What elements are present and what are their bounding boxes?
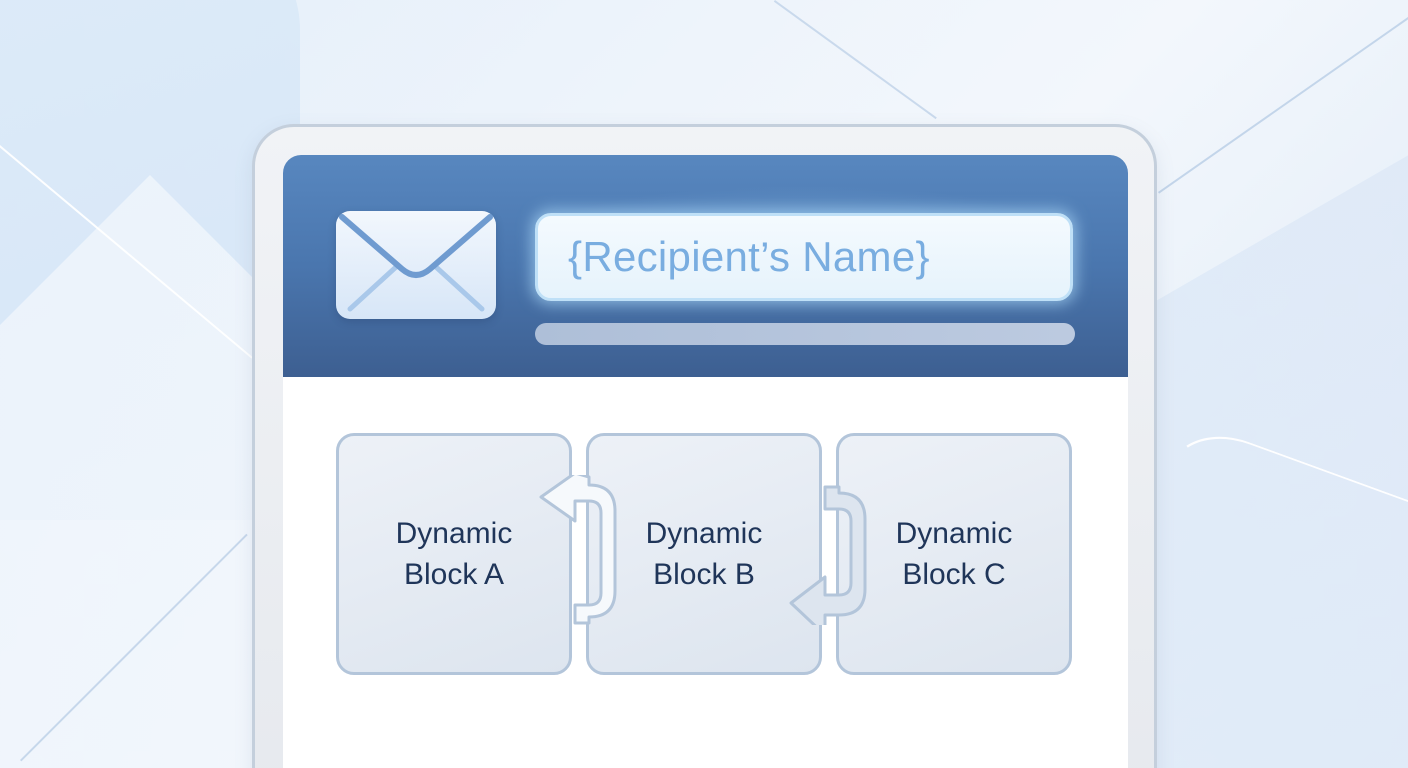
background-line <box>1158 2 1408 194</box>
dynamic-block-c[interactable]: Dynamic Block C <box>836 433 1072 675</box>
dynamic-block-a[interactable]: Dynamic Block A <box>336 433 572 675</box>
background-line <box>20 533 248 762</box>
block-label-line1: Dynamic <box>645 517 763 550</box>
email-template-screen: {Recipient’s Name} Dynamic Block A Dynam… <box>283 155 1128 768</box>
envelope-icon <box>336 211 496 319</box>
block-label-line1: Dynamic <box>395 517 513 550</box>
dynamic-block-b[interactable]: Dynamic Block B <box>586 433 822 675</box>
background-curve <box>1160 409 1408 727</box>
arrow-left-icon <box>789 485 867 625</box>
block-label: Dynamic Block C <box>896 513 1013 595</box>
email-header: {Recipient’s Name} <box>283 155 1128 377</box>
recipient-name-placeholder: {Recipient’s Name} <box>568 233 930 280</box>
recipient-name-field[interactable]: {Recipient’s Name} <box>535 213 1073 301</box>
background-line <box>773 0 937 120</box>
device-frame: {Recipient’s Name} Dynamic Block A Dynam… <box>252 124 1157 768</box>
block-label-line2: Block A <box>403 558 505 591</box>
background-line <box>0 145 253 359</box>
subject-line-bar <box>535 323 1075 345</box>
block-label-line1: Dynamic <box>895 517 1013 550</box>
block-label: Dynamic Block A <box>396 513 513 595</box>
block-label: Dynamic Block B <box>646 513 763 595</box>
block-label-line2: Block C <box>902 558 1006 591</box>
block-label-line2: Block B <box>653 558 755 591</box>
arrow-left-icon <box>539 475 617 625</box>
